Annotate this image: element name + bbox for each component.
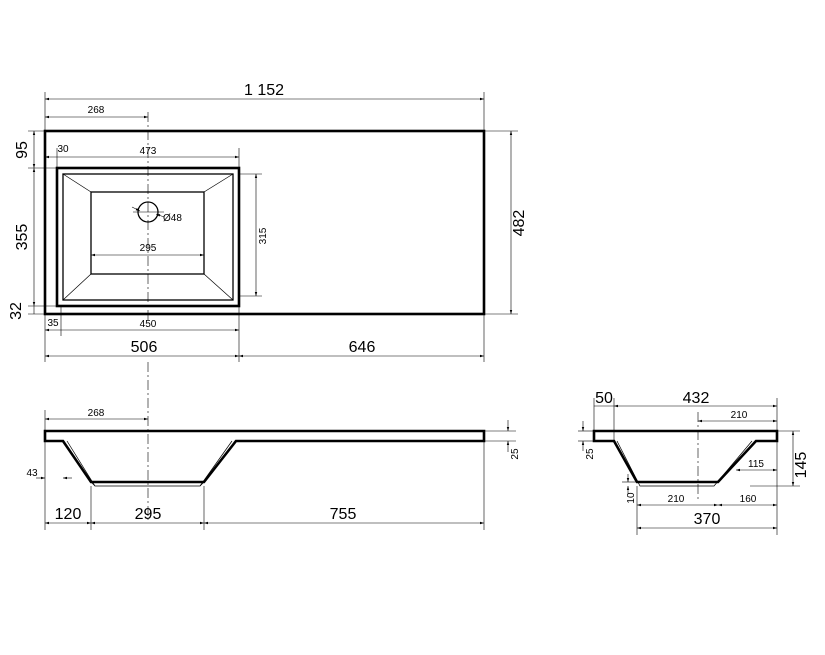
dim-bowl-edge: 35 [47, 318, 59, 329]
dim-bowl-left-gap: 30 [57, 144, 69, 155]
side-dim-lip: 50 [595, 390, 613, 407]
dim-overall-depth: 482 [511, 210, 528, 237]
side-dim-bottom-right: 160 [740, 494, 757, 505]
dim-bowl-rear: 32 [8, 302, 25, 320]
dim-inner-depth: 315 [258, 227, 269, 244]
side-profile [592, 429, 779, 484]
front-view: 268 25 43 120 295 755 [26, 408, 521, 530]
dim-total-width: 1 152 [244, 82, 284, 99]
front-dim-wall-angle: 43 [26, 468, 38, 479]
dim-bowl-top-width: 473 [140, 146, 157, 157]
front-dim-hole-offset: 268 [88, 408, 105, 419]
side-dim-drain-offset: 210 [731, 410, 748, 421]
front-dim-right-section: 755 [330, 506, 357, 523]
side-dim-bottom-width: 210 [668, 494, 685, 505]
dim-bowl-bottom-width: 450 [140, 319, 157, 330]
dim-depth-top: 95 [14, 141, 31, 159]
side-dim-height: 145 [793, 452, 810, 479]
front-dim-thickness: 25 [510, 448, 521, 460]
dim-left-section: 506 [131, 339, 158, 356]
side-dim-thickness: 25 [585, 448, 596, 460]
top-view: 1 152 268 482 95 355 32 30 473 315 Ø48 [8, 82, 528, 362]
dim-drain-diameter: Ø48 [163, 213, 182, 224]
side-dim-inner-offset: 115 [748, 459, 764, 470]
front-dim-bottom: 295 [135, 506, 162, 523]
dim-bottom-width: 295 [140, 243, 157, 254]
dim-right-section: 646 [349, 339, 376, 356]
side-view: 50 432 210 25 145 115 10 210 160 370 [578, 390, 810, 535]
dim-hole-offset: 268 [88, 105, 105, 116]
side-dim-base-width: 370 [694, 511, 721, 528]
front-profile [43, 429, 486, 484]
bowl-bottom [90, 191, 205, 275]
dim-bowl-depth: 355 [14, 224, 31, 251]
top-outline [43, 129, 486, 316]
front-dim-left-gap: 120 [55, 506, 82, 523]
side-dim-width: 432 [683, 390, 710, 407]
side-dim-bottom-thickness: 10 [626, 492, 637, 504]
